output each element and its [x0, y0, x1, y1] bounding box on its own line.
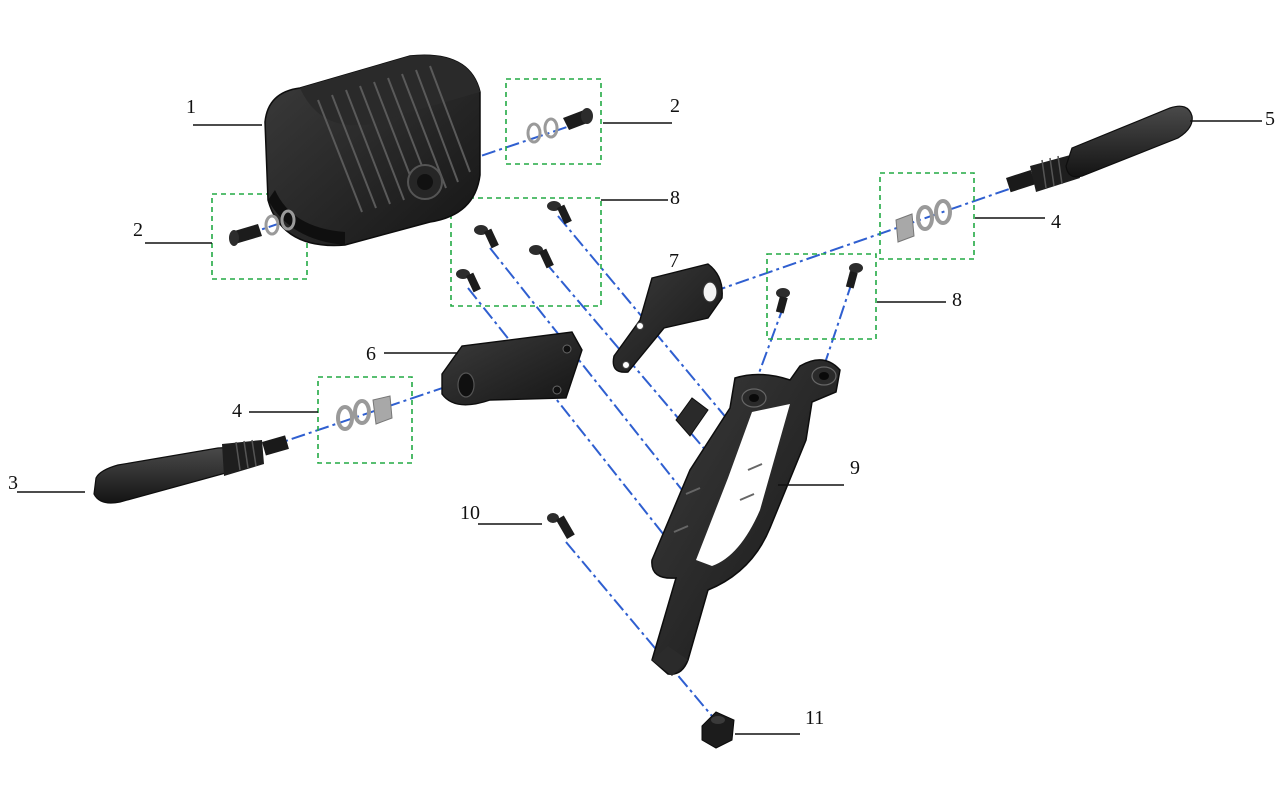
main-mounting-bracket: [651, 359, 841, 676]
group-box-8-lower: [766, 253, 877, 340]
washer-set-left: [336, 395, 393, 431]
screw: [845, 263, 863, 289]
bottom-bolt: [547, 513, 575, 540]
turn-signal-right: [1005, 105, 1193, 193]
headlight-housing: [264, 54, 481, 247]
callout-10: 10: [460, 502, 480, 524]
callout-1: 1: [186, 96, 196, 118]
axis-screw-f: [821, 281, 853, 373]
group-box-4-left: [317, 376, 413, 464]
group-box-4-right: [879, 172, 975, 260]
bolt-set-right: [526, 108, 593, 144]
washer-set-right: [895, 199, 952, 243]
screw-set-lower: [775, 263, 863, 314]
callout-3: 3: [8, 472, 18, 494]
callout-2: 2: [670, 95, 680, 117]
callout-6: 6: [366, 343, 376, 365]
group-box-2-right: [505, 78, 602, 165]
screw: [474, 225, 499, 249]
screw: [529, 245, 554, 269]
group-box-8-upper: [450, 197, 602, 307]
screw: [456, 269, 481, 293]
axis-screw-b: [489, 247, 691, 501]
axis-screw-d: [557, 215, 769, 469]
bracket-left: [441, 331, 583, 406]
bolt-set-left: [229, 209, 296, 246]
callout-4: 4: [1051, 211, 1061, 233]
axis-bottom-bolt: [565, 541, 723, 729]
leader-lines: [17, 120, 1262, 735]
callout-7: 7: [669, 250, 679, 272]
bracket-right: [612, 263, 723, 373]
callout-8: 8: [952, 289, 962, 311]
nut: [701, 711, 735, 749]
callout-8: 8: [670, 187, 680, 209]
callout-2: 2: [133, 219, 143, 241]
screw-set-upper: [456, 201, 572, 293]
callout-9: 9: [850, 457, 860, 479]
axis-screw-a: [467, 287, 669, 541]
callout-4: 4: [232, 400, 242, 422]
axis-right-signal: [711, 187, 1013, 293]
callout-11: 11: [805, 707, 825, 729]
screw: [547, 201, 572, 225]
turn-signal-left: [93, 435, 289, 504]
screw: [775, 288, 790, 314]
callout-5: 5: [1265, 108, 1275, 130]
